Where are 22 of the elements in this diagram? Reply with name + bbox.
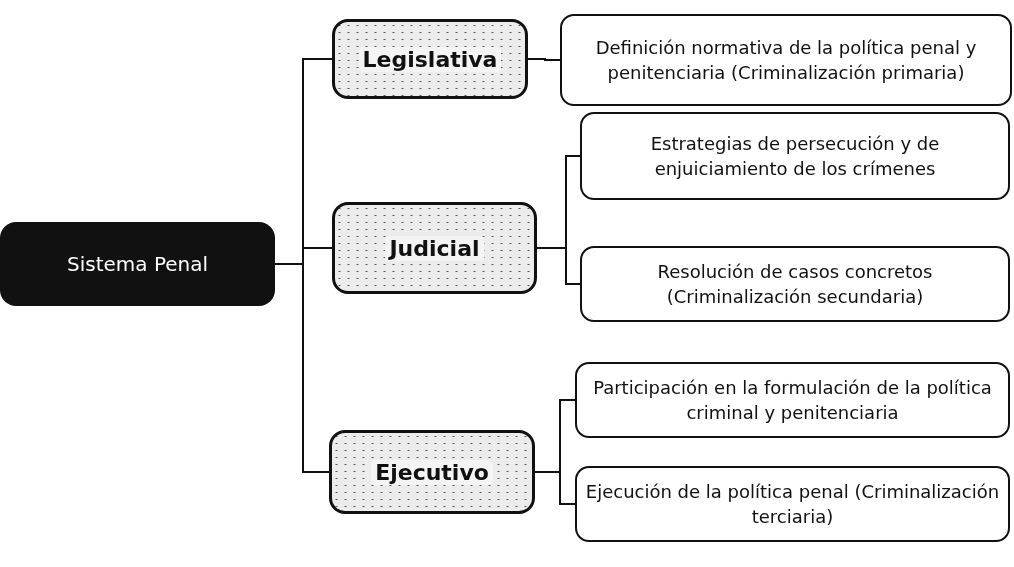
- connector-line: [527, 58, 561, 61]
- connector-line: [536, 247, 581, 285]
- branch-label: Judicial: [385, 235, 484, 261]
- branch-box: [332, 19, 528, 99]
- description-text: Ejecución de la política penal (Criminalización terciaria): [585, 479, 1000, 529]
- description-box: [580, 112, 1010, 200]
- description-box: [575, 466, 1010, 542]
- description-text: Participación en la formulación de la política criminal y penitenciaria: [592, 375, 993, 425]
- connector-line: [534, 471, 576, 505]
- description-box: [575, 362, 1010, 438]
- description-text: Definición normativa de la política penal y penitenciaria (Criminalización primaria): [594, 35, 978, 85]
- description-box: [580, 246, 1010, 322]
- description-text: Estrategias de persecución y de enjuiciamiento de los crímenes: [649, 131, 941, 181]
- root-box: [0, 222, 275, 306]
- root-label: Sistema Penal: [66, 252, 209, 276]
- branch-label: Legislativa: [358, 46, 502, 72]
- description-text: Resolución de casos concretos (Criminalización secundaria): [656, 259, 934, 309]
- connector-line: [274, 263, 330, 473]
- branch-label: Ejecutivo: [371, 459, 493, 485]
- branch-box: [332, 202, 537, 294]
- description-box: [560, 14, 1012, 106]
- branch-box: [329, 430, 535, 514]
